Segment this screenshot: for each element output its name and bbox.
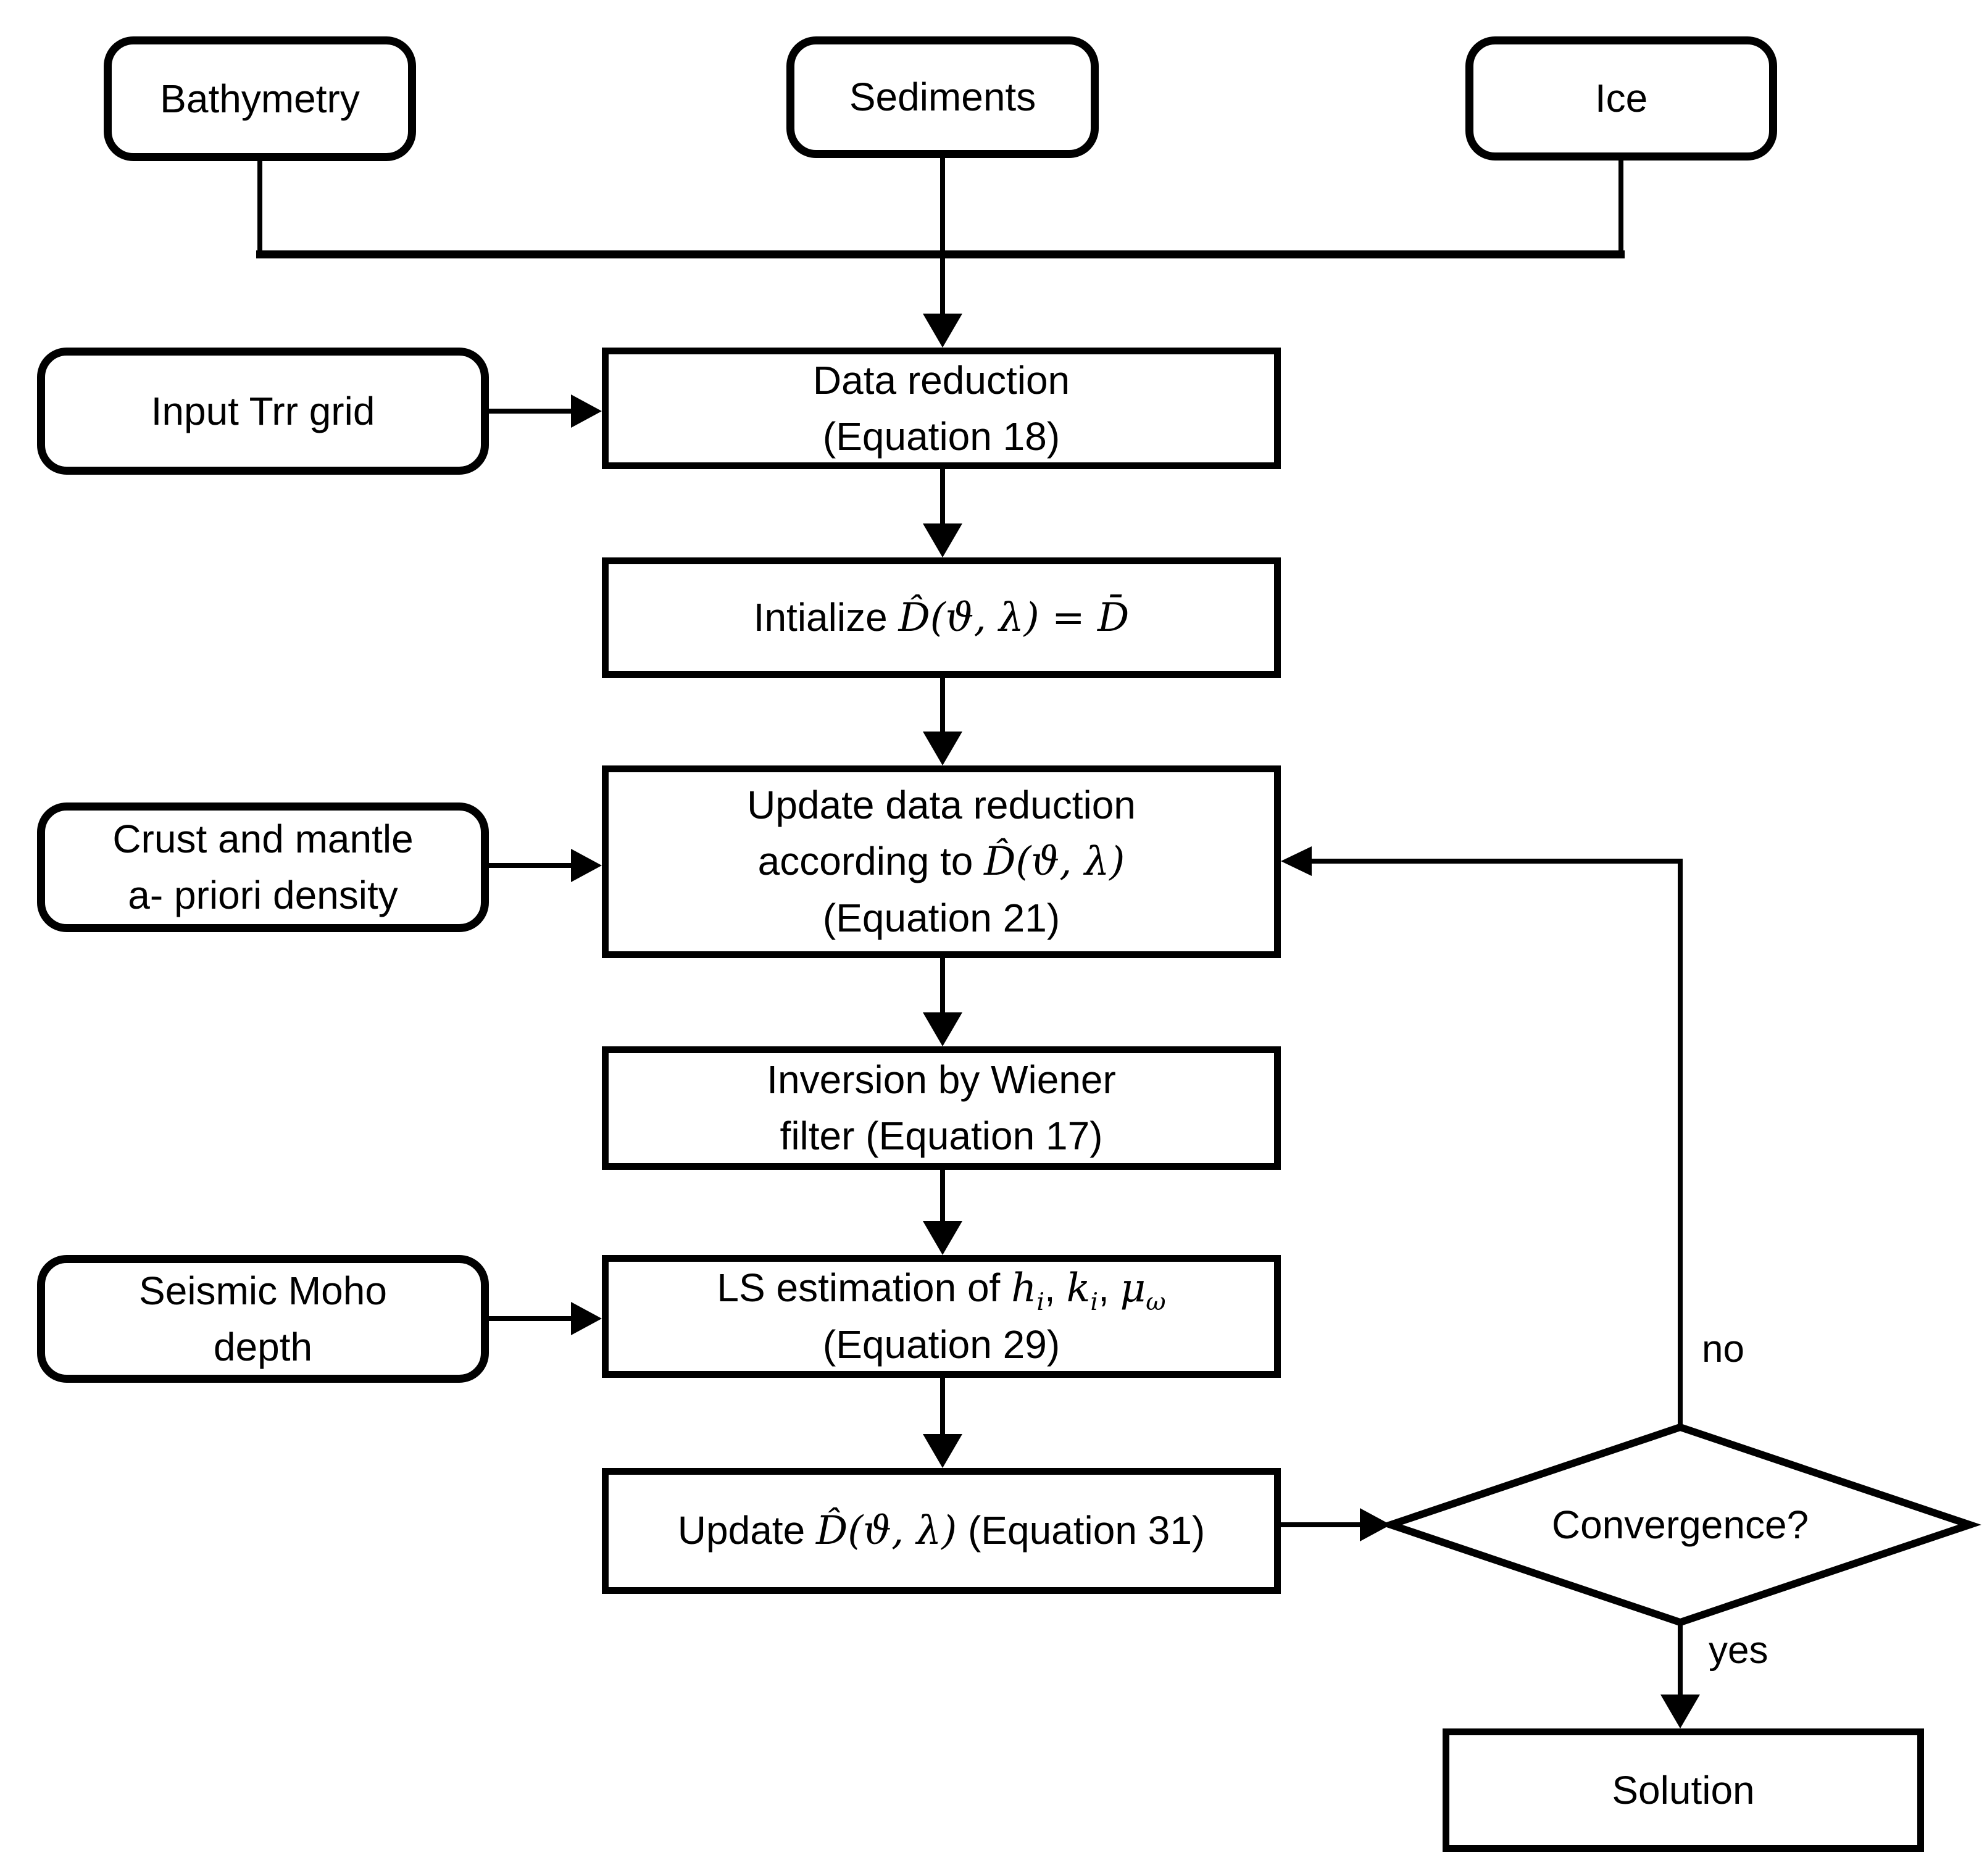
arrowhead-yes-into-solution — [1660, 1695, 1700, 1728]
arrowhead-into-update31 — [923, 1434, 962, 1468]
yes-branch-label: yes — [1709, 1629, 1768, 1672]
inversion-line1: Inversion by Wiener — [767, 1057, 1116, 1103]
arrowhead-into-ls — [923, 1221, 962, 1255]
update21-line3: (Equation 21) — [822, 895, 1060, 940]
arrowhead-into-diamond — [1360, 1508, 1391, 1541]
convergence-diamond — [1379, 1423, 1981, 1627]
input-trr-grid-label: Input Trr grid — [151, 388, 375, 433]
arrowhead-no-into-update21 — [1281, 846, 1312, 876]
inversion-line2: filter (Equation 17) — [780, 1114, 1103, 1158]
ls-line2: (Equation 29) — [822, 1322, 1060, 1367]
solution-label: Solution — [1612, 1767, 1755, 1812]
ls-estimation-node: LS estimation of hi, ki, μω (Equation 29… — [602, 1255, 1281, 1378]
update-data-reduction-node: Update data reduction according to D̂(ϑ,… — [602, 765, 1281, 958]
input-trr-grid-node: Input Trr grid — [37, 348, 489, 475]
arrowhead-into-initialize — [923, 523, 962, 557]
initialize-node: Intialize D̂(ϑ, λ) = D̄ — [602, 557, 1281, 678]
decision-label: Convergence? — [1551, 1503, 1809, 1547]
arrowhead-into-datareduction — [923, 314, 962, 348]
arrowhead-seismic — [571, 1302, 602, 1335]
update21-line1: Update data reduction — [747, 783, 1136, 828]
crust-mantle-density-node: Crust and mantle a- priori density — [37, 803, 489, 932]
data-reduction-line2: (Equation 18) — [822, 414, 1060, 459]
arrowhead-crust — [571, 849, 602, 882]
ls-line1: LS estimation of hi, ki, μω — [717, 1265, 1166, 1316]
crust-mantle-line2: a- priori density — [128, 873, 398, 917]
solution-node: Solution — [1443, 1728, 1924, 1852]
sediments-node: Sediments — [786, 36, 1099, 158]
arrowhead-into-inversion — [923, 1012, 962, 1046]
data-reduction-line1: Data reduction — [812, 357, 1070, 402]
bathymetry-node: Bathymetry — [104, 36, 416, 161]
crust-mantle-line1: Crust and mantle — [112, 817, 414, 862]
arrowhead-inputtrr — [571, 394, 602, 428]
ice-node: Ice — [1465, 36, 1777, 161]
seismic-moho-line1: Seismic Moho — [139, 1268, 387, 1313]
initialize-line: Intialize D̂(ϑ, λ) = D̄ — [753, 594, 1130, 641]
update-d-node: Update D̂(ϑ, λ) (Equation 31) — [602, 1468, 1281, 1594]
ice-label: Ice — [1594, 76, 1648, 121]
arrowhead-into-update21 — [923, 732, 962, 765]
bathymetry-label: Bathymetry — [160, 76, 360, 121]
inversion-wiener-node: Inversion by Wiener filter (Equation 17) — [602, 1046, 1281, 1170]
data-reduction-node: Data reduction (Equation 18) — [602, 348, 1281, 469]
seismic-moho-line2: depth — [213, 1324, 313, 1369]
seismic-moho-node: Seismic Moho depth — [37, 1255, 489, 1383]
no-branch-label: no — [1702, 1328, 1744, 1370]
sediments-label: Sediments — [849, 75, 1036, 120]
update31-line: Update D̂(ϑ, λ) (Equation 31) — [677, 1508, 1206, 1554]
connector-no-feedback — [1310, 859, 1683, 1427]
update21-line2: according to D̂(ϑ, λ) — [757, 839, 1125, 885]
